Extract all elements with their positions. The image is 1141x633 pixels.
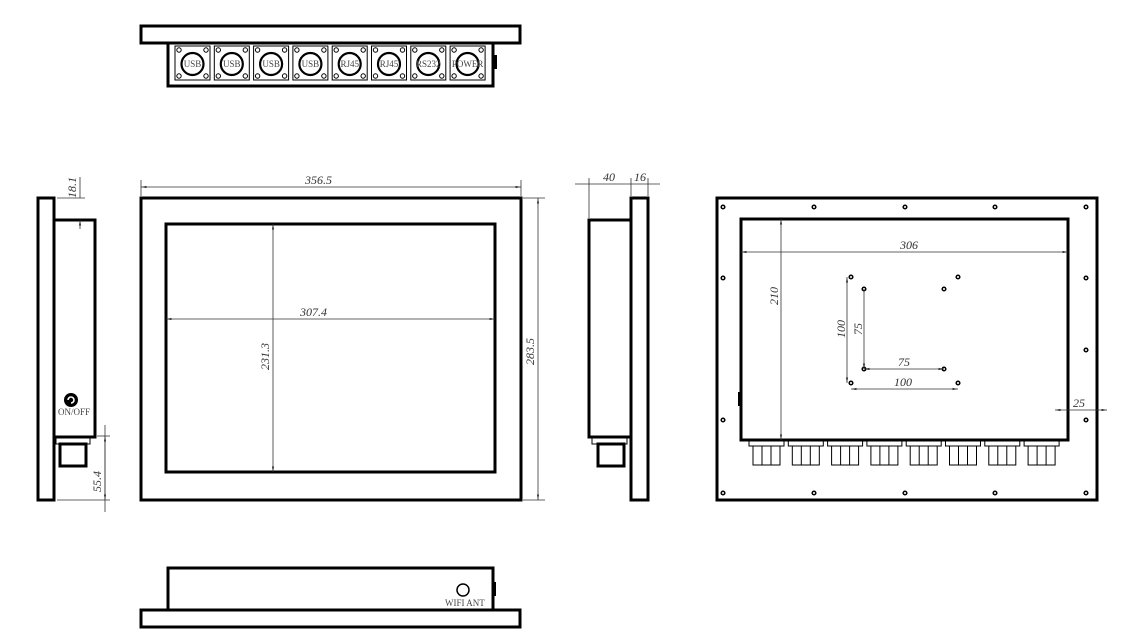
dim-margin: 25 [1073,396,1085,410]
dim-back-width: 306 [899,238,918,252]
back-connector [945,439,981,466]
back-connector [748,439,785,466]
on-off-label: ON/OFF [58,407,90,417]
port-usb: USB [213,45,250,81]
port-power: POWER [449,45,486,81]
port-label: RJ45 [340,59,359,69]
wifi-antenna-icon [456,583,470,597]
mounting-hole [902,490,908,496]
port-rs232: RS232 [410,45,447,81]
port-label: USB [223,59,241,69]
mounting-hole [720,490,726,496]
port-usb: USB [292,45,329,81]
mounting-hole [1083,417,1089,423]
mounting-hole [720,417,726,423]
mounting-hole [811,204,817,210]
mounting-hole [720,275,726,281]
mounting-hole [955,274,961,280]
front-bezel [139,196,523,502]
mounting-hole [811,490,817,496]
front-view: 356.5 307.4 231.3 283.5 [139,173,545,502]
port-rj45: RJ45 [331,45,368,81]
right-side-view: 40 16 [575,170,660,502]
dim-vesa-100-h: 100 [894,375,912,389]
dim-screen-width: 307.4 [299,305,327,319]
dim-plate: 16 [634,170,646,184]
port-label: USB [302,59,320,69]
dim-vesa-100-v: 100 [834,320,848,338]
dim-width: 356.5 [304,173,332,187]
bottom-front-plate [139,608,522,629]
mounting-hole [848,274,854,280]
back-connector [984,439,1021,466]
mounting-hole [720,204,726,210]
screen-area [164,222,497,474]
mounting-hole [1083,204,1089,210]
mounting-hole [1083,490,1089,496]
mounting-hole [955,380,961,386]
back-connector [787,439,824,466]
side-button [493,55,497,69]
back-plate [715,196,1099,502]
back-connector [905,439,942,466]
mounting-hole [941,286,947,292]
left-front-plate [36,196,56,502]
bottom-view: WIFI ANT [139,566,522,629]
dim-55-4: 55.4 [90,471,104,492]
dim-vesa-75-v: 75 [851,323,865,335]
port-rj45: RJ45 [371,45,407,81]
mounting-hole [992,204,998,210]
top-view: USB USB USB USB RJ45 RJ45 RS232 POWER [139,24,522,88]
left-connector [58,442,88,468]
mounting-hole [1083,275,1089,281]
port-label: RJ45 [380,59,399,69]
port-label: POWER [452,59,484,69]
dim-depth: 40 [603,170,615,184]
port-label: USB [262,59,280,69]
mounting-hole [1083,347,1089,353]
right-body [587,218,633,439]
dim-height: 283.5 [523,338,537,365]
right-connector [596,442,626,468]
port-usb: USB [174,45,211,81]
right-front-plate [629,196,650,502]
left-side-view: 18.1 ON/OFF 55.4 [36,177,110,512]
back-connector [866,439,903,466]
back-view: 306 210 100 75 75 100 25 [715,196,1107,502]
wifi-ant-label: WIFI ANT [445,598,485,608]
mounting-hole [848,380,854,386]
dim-screen-height: 231.3 [258,343,272,370]
port-usb: USB [253,45,290,81]
top-front-plate [139,24,522,45]
back-connector [1023,439,1060,466]
back-housing [739,217,1070,442]
port-label: RS232 [416,59,441,69]
mounting-hole [902,204,908,210]
back-connector [827,439,864,466]
dim-vesa-75-h: 75 [898,355,910,369]
mounting-hole [992,490,998,496]
port-label: USB [184,59,202,69]
dim-back-height: 210 [767,287,781,305]
power-button-icon [64,393,78,407]
dim-18-1: 18.1 [65,177,79,198]
